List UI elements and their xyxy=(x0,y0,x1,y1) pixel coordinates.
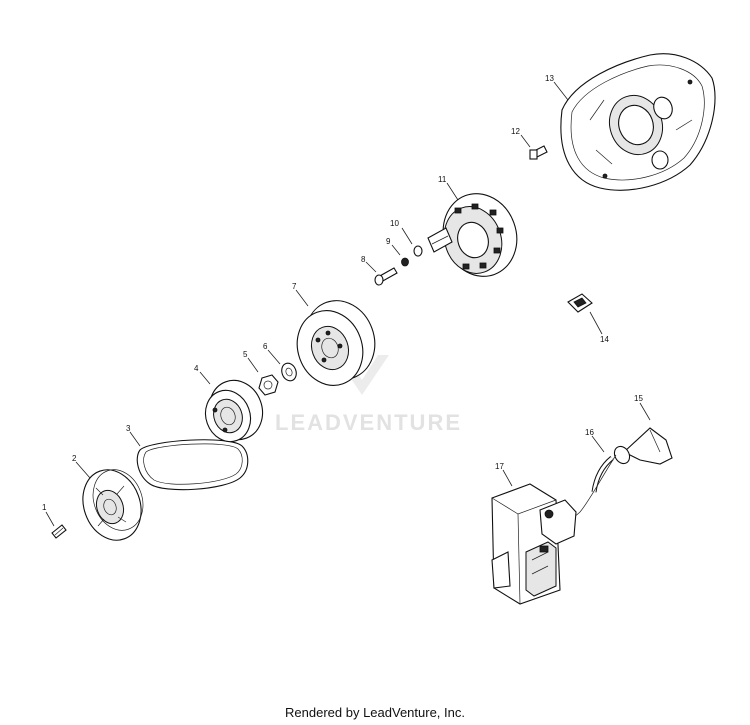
callout-16: 16 xyxy=(585,428,594,437)
callout-2: 2 xyxy=(72,454,77,463)
callout-8: 8 xyxy=(361,255,366,264)
part-10-washer xyxy=(401,227,423,257)
part-3-belt xyxy=(129,431,249,491)
callout-17: 17 xyxy=(495,462,504,471)
part-7-flywheel xyxy=(295,289,376,386)
part-12-bolt xyxy=(520,134,548,160)
callout-3: 3 xyxy=(126,424,131,433)
callout-10: 10 xyxy=(390,219,399,228)
part-17-ignition-coil xyxy=(491,469,577,605)
part-8-screw xyxy=(365,261,398,286)
part-11-stator xyxy=(427,182,518,277)
part-2-pulley xyxy=(75,461,144,541)
callout-6: 6 xyxy=(263,342,268,351)
callout-12: 12 xyxy=(511,127,520,136)
footer-credit: Rendered by LeadVenture, Inc. xyxy=(285,705,465,720)
callout-11: 11 xyxy=(438,175,447,184)
callout-15: 15 xyxy=(634,394,643,403)
part-16-ht-lead xyxy=(555,435,617,520)
callout-9: 9 xyxy=(386,237,391,246)
part-9-lockwasher xyxy=(391,244,409,267)
part-14-clip xyxy=(567,293,603,335)
part-13-crankcase-cover xyxy=(553,53,716,191)
part-6-washer xyxy=(267,349,297,382)
callout-13: 13 xyxy=(545,74,554,83)
callout-5: 5 xyxy=(243,350,248,359)
part-4-sheave xyxy=(199,371,264,443)
watermark-text: LEADVENTURE xyxy=(275,410,462,435)
callout-1: 1 xyxy=(42,503,47,512)
callout-7: 7 xyxy=(292,282,297,291)
callout-14: 14 xyxy=(600,335,609,344)
part-15-plug-cap xyxy=(613,402,673,465)
callout-4: 4 xyxy=(194,364,199,373)
leadventure-watermark: LEADVENTURE xyxy=(275,345,462,435)
part-5-nut xyxy=(247,357,279,396)
part-1-bolt xyxy=(45,511,67,539)
